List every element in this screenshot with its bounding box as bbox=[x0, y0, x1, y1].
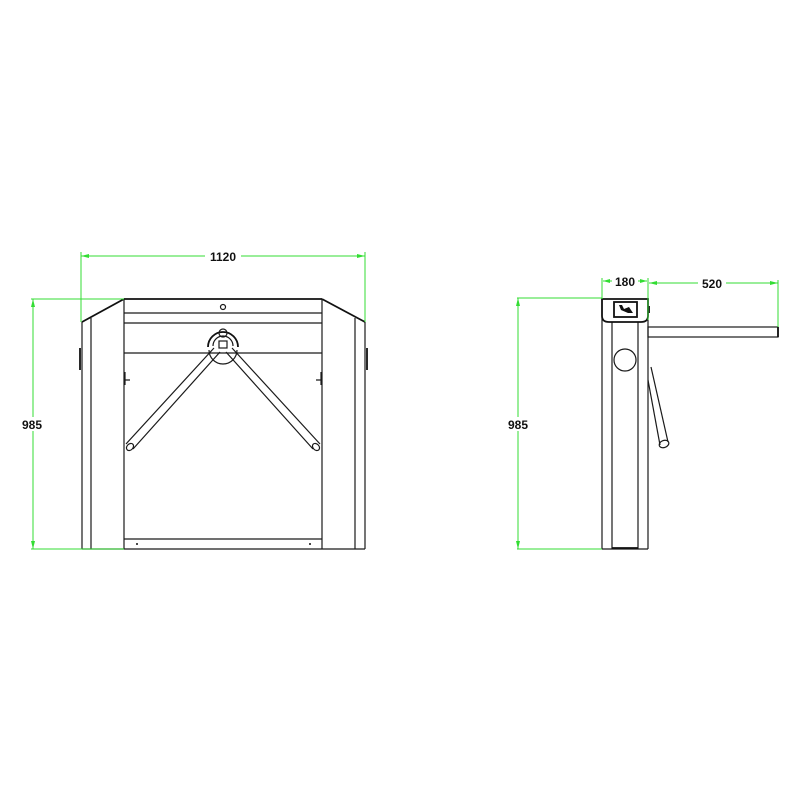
rotor-hub bbox=[207, 328, 239, 365]
arm-length-label: 520 bbox=[702, 277, 722, 291]
direction-indicator bbox=[613, 348, 637, 372]
left-cabinet bbox=[79, 298, 130, 550]
arm-length-dimension: 520 bbox=[649, 276, 779, 327]
width-dimension: 1120 bbox=[80, 249, 366, 322]
tripod-arms bbox=[125, 347, 321, 452]
depth-dimension: 180 bbox=[601, 274, 649, 320]
front-height-dimension: 985 bbox=[19, 298, 124, 550]
card-reader-panel bbox=[613, 301, 638, 318]
depth-dimension-label: 180 bbox=[615, 275, 635, 289]
side-head bbox=[601, 298, 650, 323]
top-housing bbox=[124, 298, 322, 354]
right-cabinet bbox=[316, 298, 368, 550]
lock-keyhole-icon bbox=[219, 303, 227, 311]
front-height-label: 985 bbox=[22, 418, 42, 432]
card-reader-icon bbox=[619, 305, 633, 313]
angled-arm bbox=[647, 366, 670, 449]
side-height-dimension: 985 bbox=[505, 297, 602, 550]
front-view: 1120 985 bbox=[19, 249, 368, 550]
width-dimension-label: 1120 bbox=[210, 250, 236, 264]
side-height-label: 985 bbox=[508, 418, 528, 432]
side-view: 180 520 985 bbox=[505, 274, 779, 550]
horizontal-arm bbox=[647, 326, 779, 338]
base-plate bbox=[124, 538, 322, 550]
side-post bbox=[601, 318, 649, 550]
